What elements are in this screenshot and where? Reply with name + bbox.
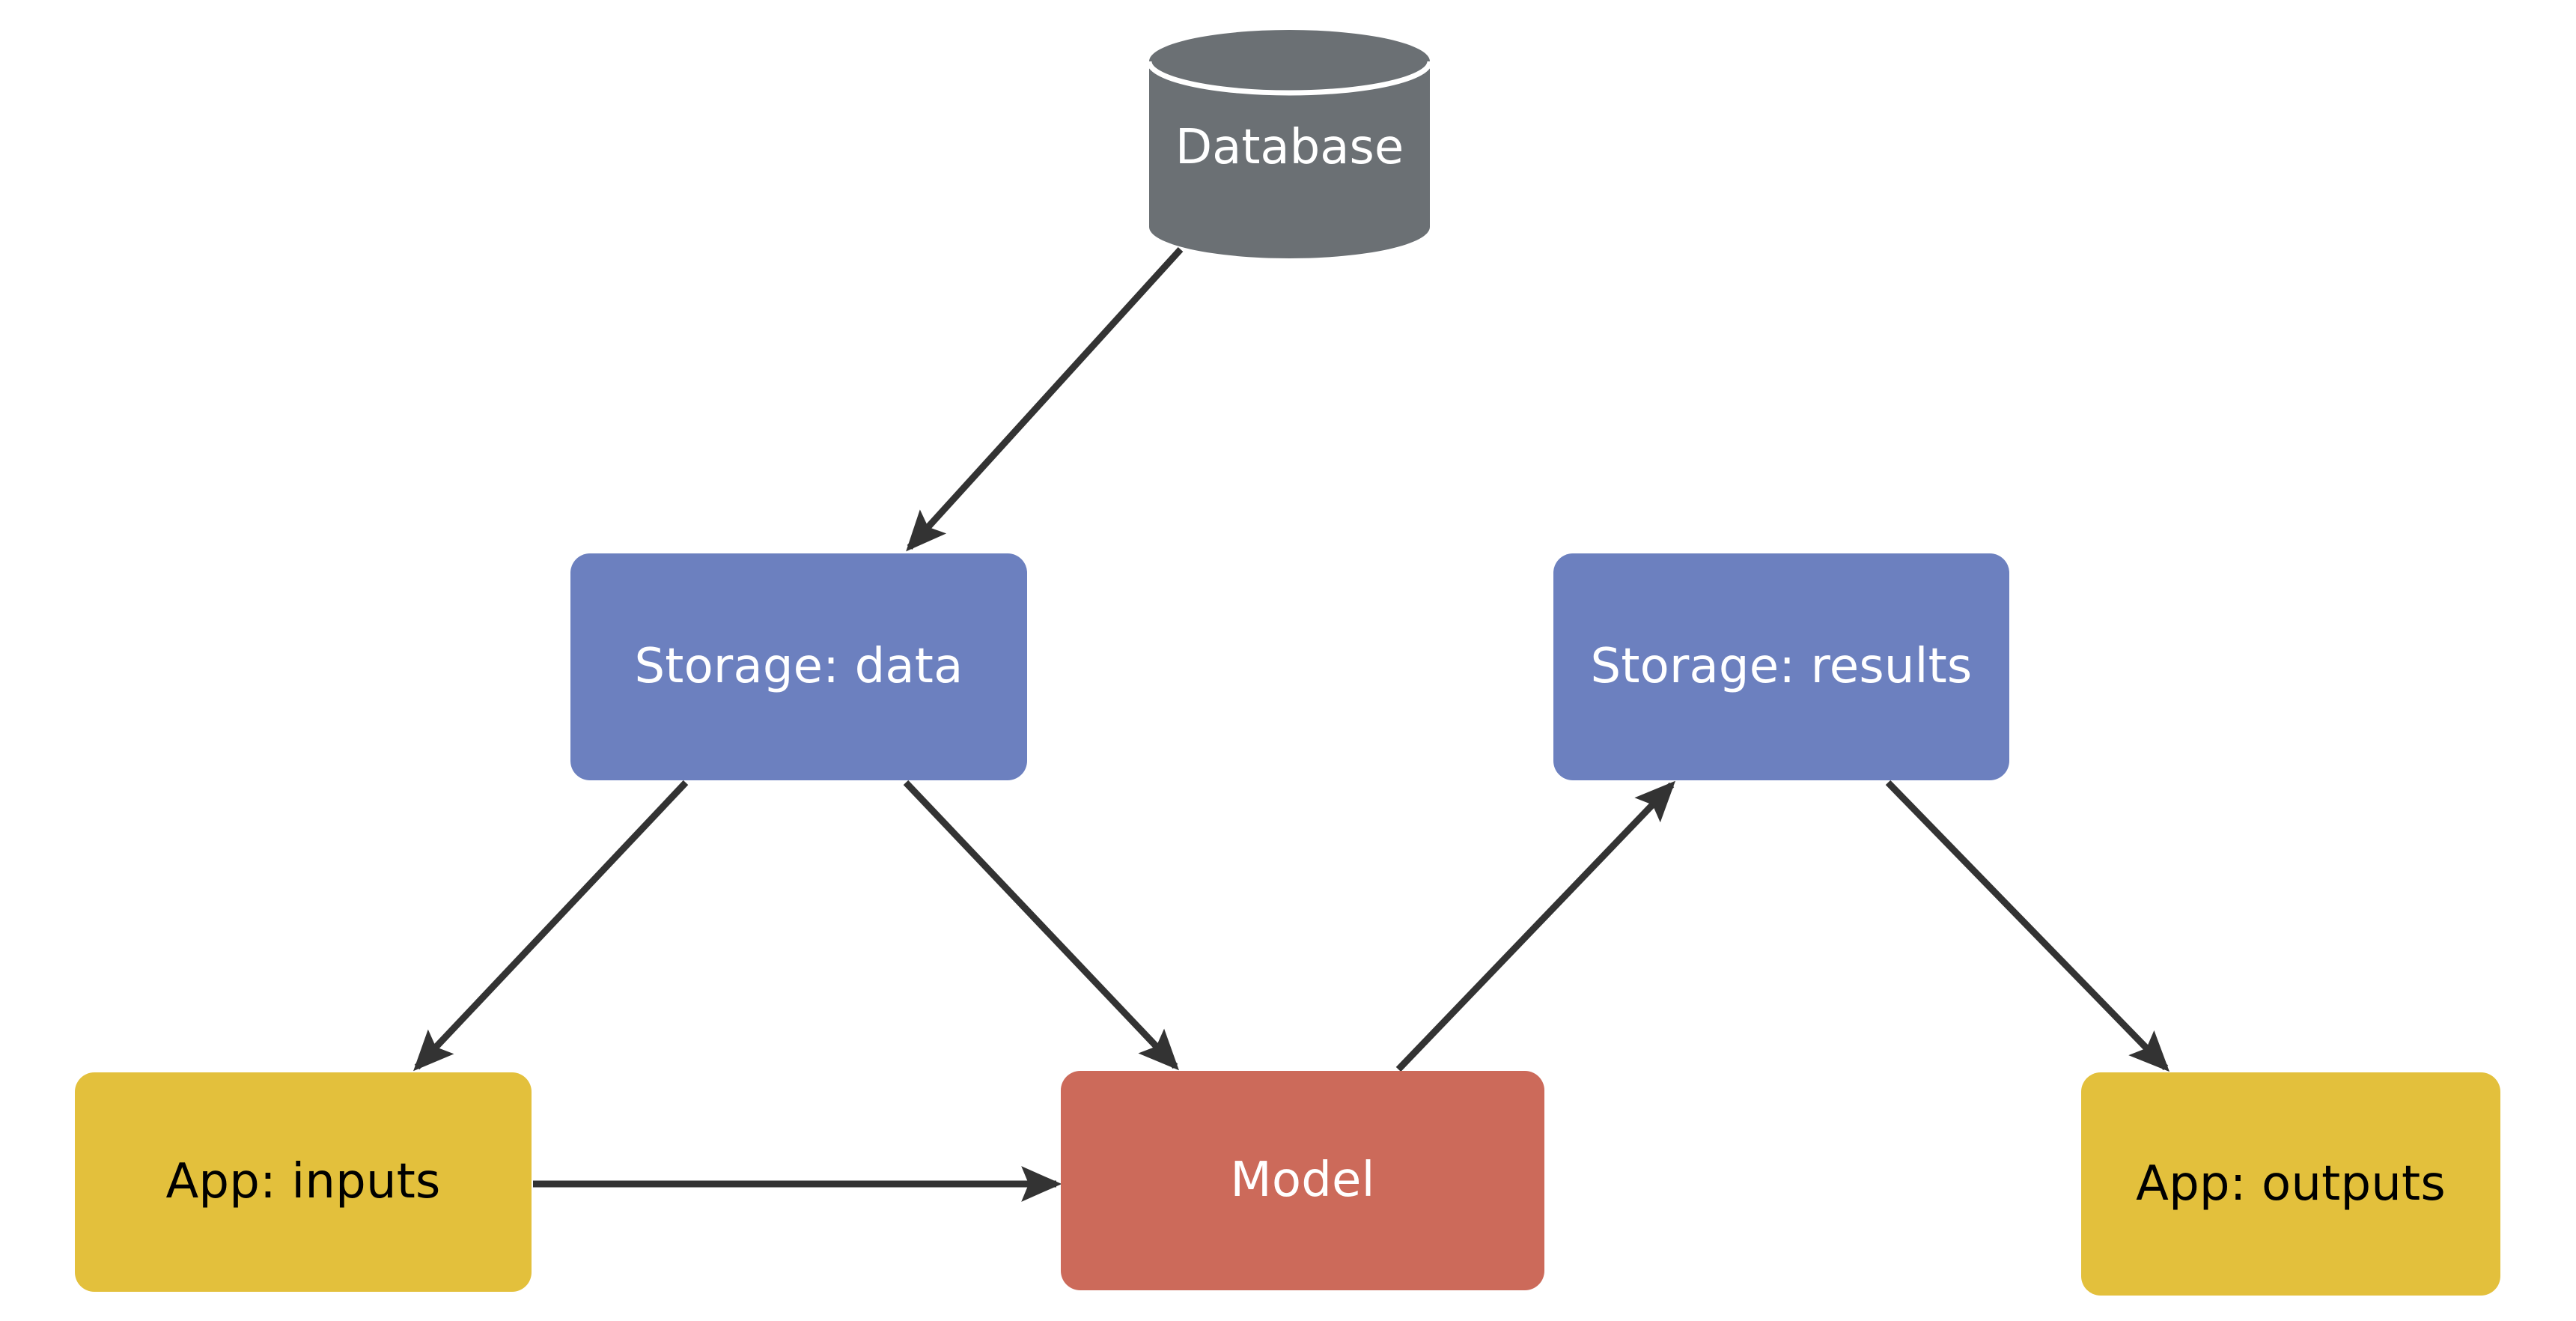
node-storage-data[interactable]: Storage: data xyxy=(570,553,1027,780)
node-app-inputs[interactable]: App: inputs xyxy=(75,1072,532,1292)
node-storage-data-label: Storage: data xyxy=(634,639,963,695)
node-model-label: Model xyxy=(1230,1153,1375,1209)
node-database-label: Database xyxy=(1175,120,1404,175)
node-storage-results-label: Storage: results xyxy=(1590,639,1973,695)
node-storage-results[interactable]: Storage: results xyxy=(1553,553,2009,780)
edge-storage-data-to-model xyxy=(903,780,1179,1071)
node-app-outputs-label: App: outputs xyxy=(2136,1156,2446,1212)
edge-database-to-storage-data xyxy=(906,246,1184,552)
edge-storage-data-to-app-inputs xyxy=(413,780,689,1072)
node-database[interactable]: Database xyxy=(1149,30,1430,258)
node-app-inputs-label: App: inputs xyxy=(165,1154,441,1210)
node-model[interactable]: Model xyxy=(1061,1071,1544,1290)
edge-storage-results-to-app-outputs xyxy=(1885,780,2170,1072)
database-cylinder-icon xyxy=(1149,30,1430,258)
edge-model-to-storage-results xyxy=(1395,780,1675,1072)
node-app-outputs[interactable]: App: outputs xyxy=(2081,1072,2500,1296)
